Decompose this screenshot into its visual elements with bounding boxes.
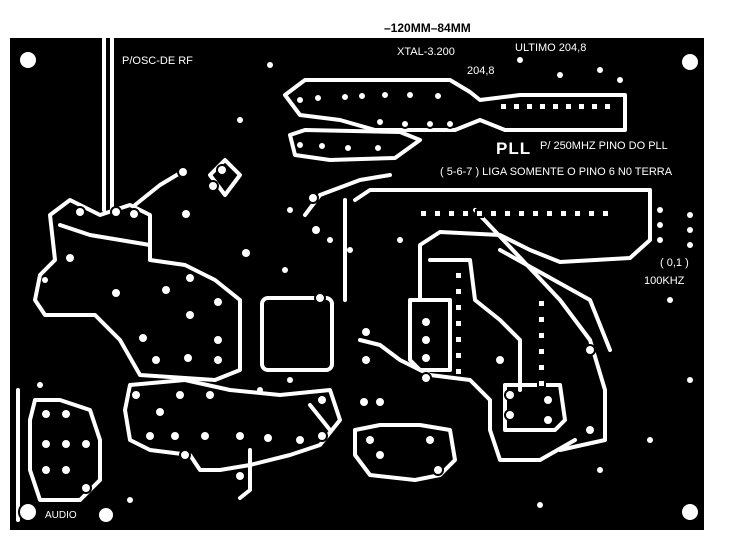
solder-pads bbox=[18, 50, 700, 524]
audio-label: AUDIO bbox=[45, 510, 77, 521]
mount-hole bbox=[18, 502, 38, 522]
pll-label: PLL bbox=[496, 139, 532, 158]
ultimo-label: ULTIMO 204,8 bbox=[515, 42, 587, 54]
mount-hole bbox=[680, 502, 700, 522]
isolation-channels bbox=[16, 36, 652, 522]
drill-holes bbox=[37, 57, 693, 508]
xtal-label: XTAL-3.200 bbox=[397, 46, 455, 58]
osc-rf-label: P/OSC-DE RF bbox=[122, 55, 193, 67]
khz-label: 100KHZ bbox=[644, 275, 685, 287]
capacitor-label: ( 0,1 ) bbox=[660, 257, 689, 269]
freq-label: 204,8 bbox=[467, 65, 495, 77]
board-size-title: –120MM–84MM bbox=[384, 21, 471, 35]
mount-hole bbox=[97, 506, 115, 524]
mount-hole bbox=[18, 50, 38, 70]
pll-note-label: P/ 250MHZ PINO DO PLL bbox=[540, 140, 668, 152]
mount-hole bbox=[680, 52, 700, 72]
liga-note-label: ( 5-6-7 ) LIGA SOMENTE O PINO 6 N0 TERRA bbox=[440, 166, 673, 178]
